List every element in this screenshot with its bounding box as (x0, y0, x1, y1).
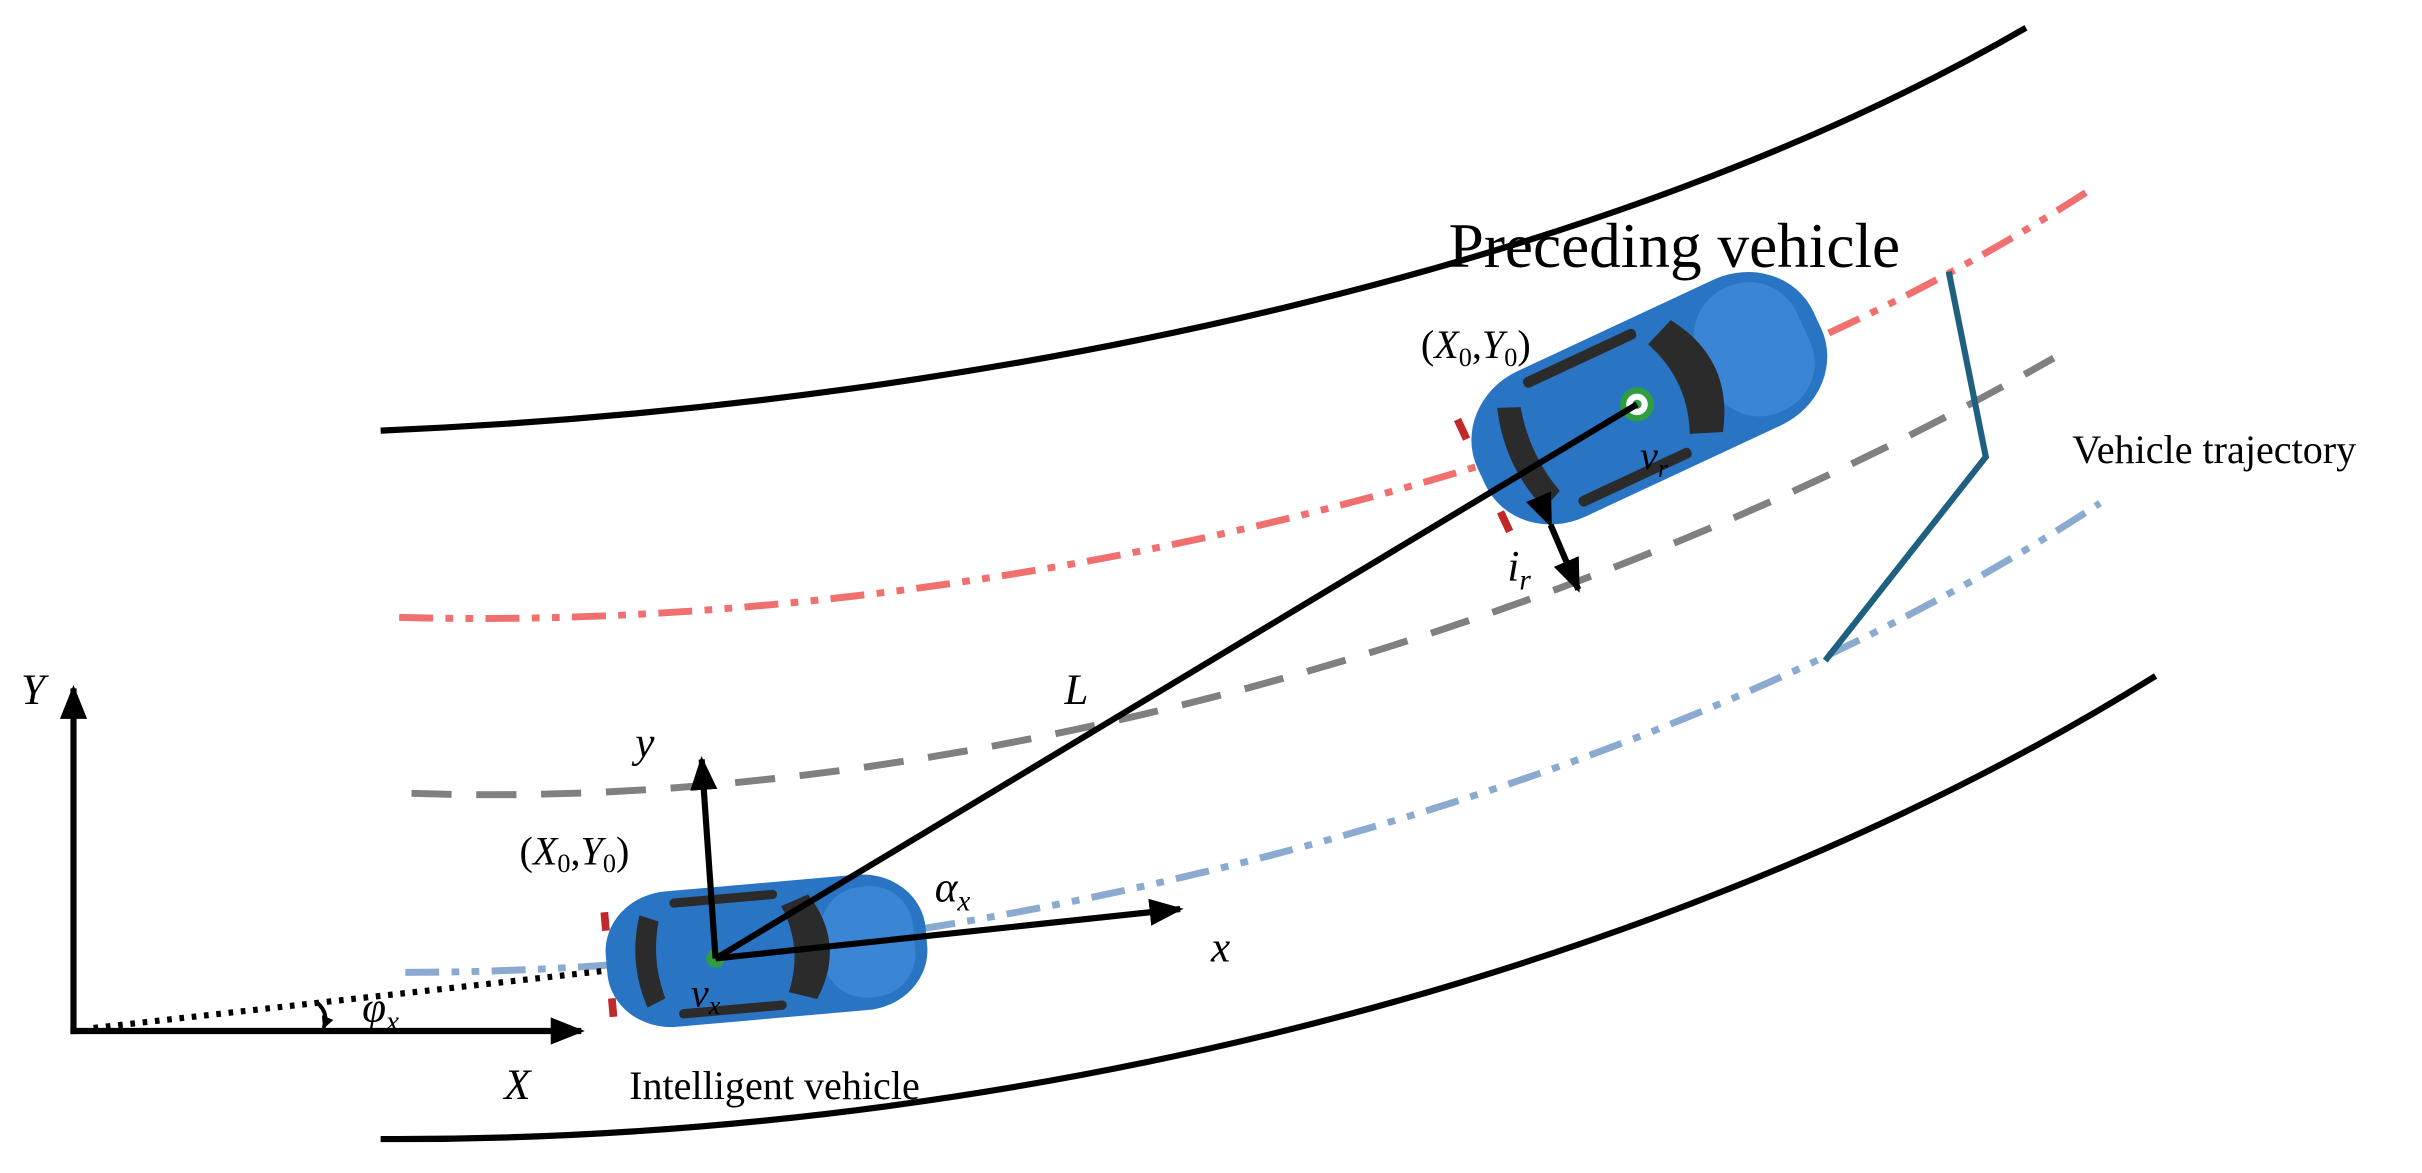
preceding-car-hood-shade (1693, 282, 1815, 417)
preceding-car-rear-window (1497, 407, 1560, 509)
relative-angle-subscript: x (956, 886, 970, 918)
ego-position-y-sub: 0 (603, 849, 616, 878)
distance-label: L (1063, 666, 1088, 714)
road-upper-edge (380, 25, 2028, 434)
preceding-car-side-window-right (1578, 447, 1692, 507)
preceding-position-open: ( (1421, 322, 1434, 367)
preceding-car-taillight-left (1453, 417, 1471, 441)
ego-car-taillight-right (608, 998, 618, 1018)
preceding-velocity-label: vr (1640, 433, 1669, 483)
preceding-vehicle-path (399, 188, 2090, 622)
lateral-offset-subscript: r (1519, 565, 1531, 597)
ego-car-side-window-left (669, 889, 778, 908)
vehicle-y-axis (690, 755, 719, 959)
relative-angle-symbol: α (935, 863, 959, 911)
lateral-offset-label: ir (1507, 542, 1531, 596)
ego-position-x-sub: 0 (557, 849, 570, 878)
vehicle-x-axis (715, 898, 1184, 962)
ego-position-comma: , (571, 828, 581, 873)
ego-position-open: ( (520, 828, 533, 873)
preceding-position-x: X (1432, 322, 1460, 367)
vehicle-y-axis-label: y (631, 718, 655, 766)
ego-position-close: ) (616, 828, 629, 873)
road-lower-edge (380, 673, 2158, 1143)
ego-car-rear-window (635, 915, 666, 1008)
ego-velocity-label: vx (691, 970, 721, 1020)
preceding-car-taillight-right (1497, 510, 1514, 534)
preceding-velocity-subscript: r (1658, 454, 1669, 483)
lane-center-line (411, 355, 2056, 799)
vehicle-x-axis-label: x (1210, 924, 1230, 972)
ego-car-side-window-right (679, 1000, 787, 1019)
global-y-axis-label: Y (21, 666, 49, 714)
lateral-offset-arrow (1526, 491, 1582, 593)
ego-position-y: Y (581, 828, 607, 873)
preceding-position-x-sub: 0 (1459, 343, 1472, 372)
ego-vehicle-path (405, 500, 2102, 976)
heading-angle-symbol: φ (362, 984, 386, 1032)
heading-angle-label: φx (362, 984, 399, 1038)
lateral-offset-symbol: i (1507, 542, 1519, 590)
ego-position-label: (X0,Y0) (520, 828, 630, 878)
preceding-position-y: Y (1482, 322, 1508, 367)
preceding-position-close: ) (1517, 322, 1530, 367)
ego-vehicle-car (600, 874, 928, 1028)
preceding-car-side-window-left (1522, 328, 1637, 388)
heading-angle-arc (314, 1000, 334, 1030)
intelligent-vehicle-label: Intelligent vehicle (629, 1063, 920, 1108)
ego-position-x: X (531, 828, 559, 873)
relative-angle-label: αx (935, 863, 971, 917)
preceding-vehicle-label: Preceding vehicle (1449, 211, 1900, 281)
preceding-position-comma: , (1472, 322, 1482, 367)
distance-line (713, 401, 1639, 962)
preceding-position-label: (X0,Y0) (1421, 322, 1531, 372)
global-x-axis-label: X (502, 1061, 532, 1109)
preceding-car-windshield (1648, 320, 1725, 434)
preceding-position-y-sub: 0 (1504, 343, 1517, 372)
preceding-velocity-symbol: v (1640, 433, 1658, 478)
trajectory-bracket (1822, 271, 1990, 663)
ego-velocity-symbol: v (691, 970, 709, 1015)
ego-velocity-subscript: x (708, 991, 721, 1020)
heading-angle-subscript: x (385, 1006, 399, 1038)
ego-car-taillight-left (600, 911, 610, 932)
vehicle-trajectory-label: Vehicle trajectory (2072, 427, 2356, 472)
